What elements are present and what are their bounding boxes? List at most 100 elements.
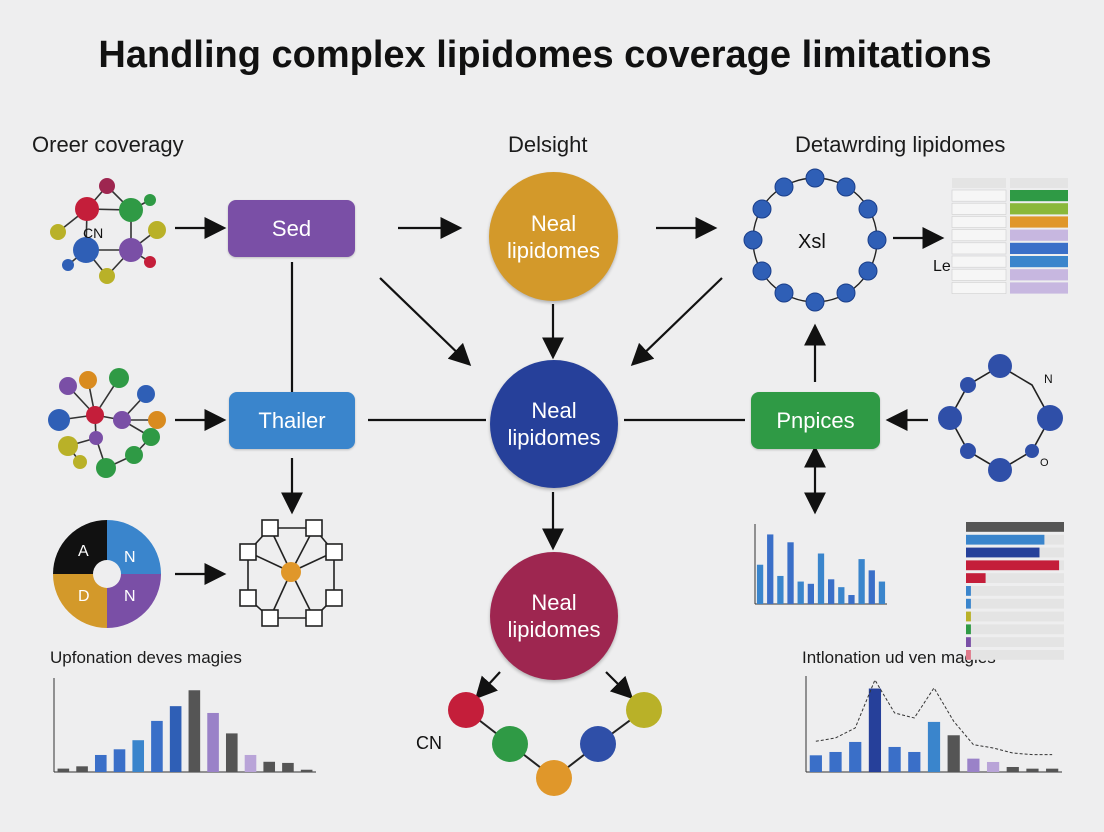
hbar-fill xyxy=(966,534,1045,545)
bar xyxy=(817,553,825,604)
arrow-bottom-left xyxy=(475,671,501,700)
hbar-fill xyxy=(966,547,1040,558)
hbar-fill xyxy=(966,586,971,596)
bar xyxy=(967,758,980,772)
bar xyxy=(188,690,201,772)
page-title: Handling complex lipidomes coverage limi… xyxy=(98,34,992,76)
hbar-list xyxy=(966,522,1064,660)
left-chart-heading: Upfonation deves magies xyxy=(50,648,242,667)
hbar-fill xyxy=(966,650,971,660)
circle-bottom-line1: Neal xyxy=(531,590,577,615)
arrow-sed-to-center xyxy=(379,277,472,367)
trend-line xyxy=(815,678,1053,756)
molecule-cluster-mid-left xyxy=(48,368,166,478)
hbar-fill xyxy=(966,560,1060,571)
bar xyxy=(858,559,865,604)
bar xyxy=(756,564,764,604)
section-right-heading: Detawrding lipidomes xyxy=(795,132,1006,157)
label-ring-side: Le xyxy=(933,258,951,275)
hbar-fill xyxy=(966,598,971,609)
bar xyxy=(767,534,774,604)
label-pie-a: A xyxy=(78,543,89,560)
section-center-heading: Delsight xyxy=(508,132,588,157)
label-cn-bottom: CN xyxy=(416,733,442,753)
table-header-cell xyxy=(952,178,1006,188)
hbar-track xyxy=(966,586,1064,596)
section-left-heading: Oreer coveragy xyxy=(32,132,184,157)
ring-molecule-mid xyxy=(938,354,1063,482)
circle-bottom-line2: lipidomes xyxy=(507,617,601,642)
bar xyxy=(927,721,941,772)
bar xyxy=(1006,766,1019,772)
bar xyxy=(807,583,814,604)
bar xyxy=(132,740,145,772)
table-cell xyxy=(951,216,1007,228)
bar xyxy=(282,762,294,772)
circle-top-line2: lipidomes xyxy=(507,237,600,263)
data-table xyxy=(951,178,1068,294)
ball-chain xyxy=(448,692,662,796)
label-cn-top: CN xyxy=(83,225,104,241)
bar xyxy=(908,751,921,772)
circle-top-line1: Neal xyxy=(530,210,577,236)
circle-center-line2: lipidomes xyxy=(507,425,601,450)
label-ring-center: Xsl xyxy=(798,231,826,253)
label-pie-n1: N xyxy=(124,549,136,566)
chart-mid-right xyxy=(754,524,887,605)
bar xyxy=(1026,768,1039,772)
bar xyxy=(797,581,804,604)
bar xyxy=(57,768,70,772)
bar xyxy=(94,754,107,772)
hbar-fill xyxy=(966,611,971,622)
table-cell xyxy=(951,202,1007,215)
node-thailer: Thailer xyxy=(229,392,355,449)
bar xyxy=(849,741,862,772)
table-cell xyxy=(951,255,1007,268)
hbar-fill xyxy=(966,637,971,647)
bar xyxy=(244,754,257,772)
bar xyxy=(263,761,276,772)
ring-molecule-top xyxy=(743,168,887,312)
quadrant-disc xyxy=(53,520,161,628)
hbar-fill xyxy=(966,573,986,583)
hbar-track xyxy=(966,650,1064,660)
hbar-track xyxy=(966,637,1064,647)
bar xyxy=(300,769,313,772)
table-header-cell xyxy=(1010,178,1068,188)
bar xyxy=(838,587,845,604)
node-pnpices: Pnpices xyxy=(751,392,880,449)
bar xyxy=(868,688,882,772)
circle-center-line1: Neal xyxy=(531,398,577,423)
bar xyxy=(207,712,219,772)
table-cell xyxy=(951,242,1007,255)
bar xyxy=(76,766,88,772)
table-cell xyxy=(951,229,1007,242)
label-ring-n: N xyxy=(1044,372,1053,386)
right-chart-heading: Intlonation ud ven magies xyxy=(802,648,996,667)
bar xyxy=(947,735,960,772)
table-cell xyxy=(951,268,1007,281)
node-sed: Sed xyxy=(228,200,355,257)
bar xyxy=(151,720,163,772)
label-pie-d: D xyxy=(78,588,90,605)
table-value-cell xyxy=(1010,256,1068,268)
hbar-fill xyxy=(966,624,971,635)
molecule-cluster-top-left xyxy=(50,178,166,284)
bar xyxy=(113,749,126,772)
table-value-cell xyxy=(1010,203,1068,215)
bar xyxy=(169,706,182,772)
bar xyxy=(868,570,875,604)
bar xyxy=(225,733,238,772)
bar xyxy=(848,595,855,604)
bar xyxy=(829,751,842,772)
table-value-cell xyxy=(1010,269,1068,281)
hbar-track xyxy=(966,598,1064,609)
table-value-cell xyxy=(1010,216,1068,228)
bar xyxy=(809,755,822,772)
table-value-cell xyxy=(1010,282,1068,294)
